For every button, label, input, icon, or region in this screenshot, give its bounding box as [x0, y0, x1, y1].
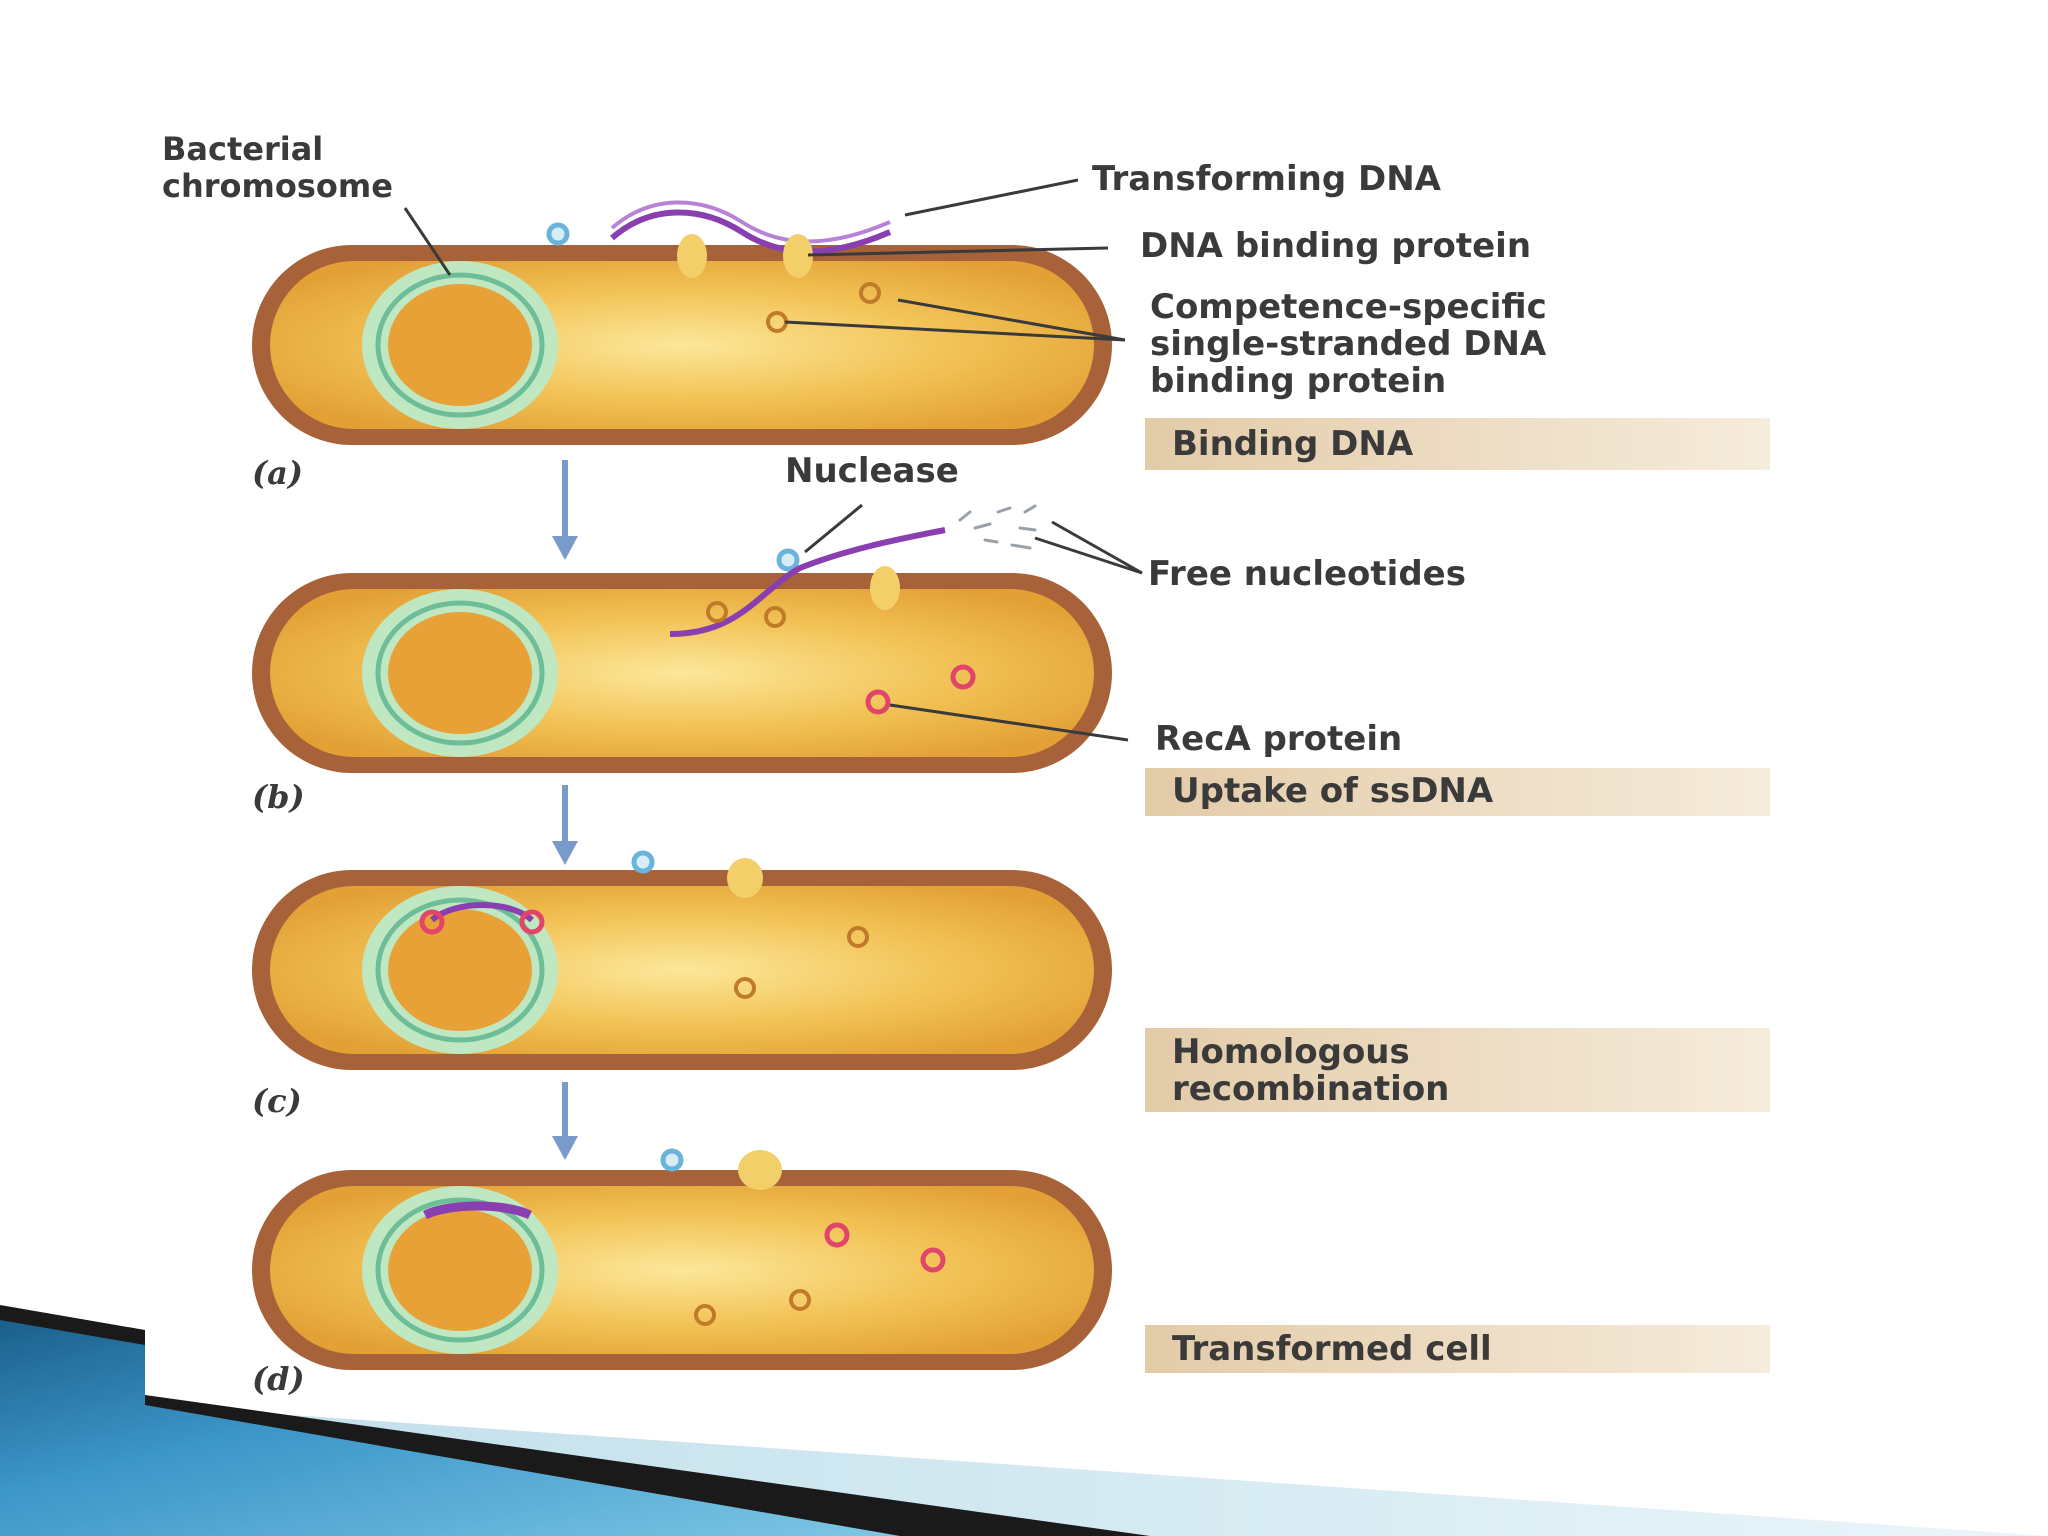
reca-protein-b2	[865, 689, 891, 715]
caption-a: Binding DNA	[1172, 424, 1414, 464]
nuclease-dot-c	[631, 850, 655, 874]
cell-c	[252, 870, 1112, 1070]
dna-binding-protein-a1	[677, 234, 707, 278]
competence-protein-d2	[694, 1304, 716, 1326]
cell-d	[252, 1170, 1112, 1370]
competence-protein-label: Competence-specific single-stranded DNA …	[1150, 287, 1559, 401]
caption-band-c	[1145, 1028, 1770, 1112]
panel-letter-d: (d)	[252, 1360, 305, 1398]
transforming-dna-strand-2	[610, 200, 891, 244]
competence-protein-c2	[734, 977, 756, 999]
reca-protein-c2	[519, 909, 545, 935]
reca-protein-b1	[950, 664, 976, 690]
dna-binding-protein-a2	[783, 234, 813, 278]
nuclease-dot-a	[546, 222, 570, 246]
panel-letter-c: (c)	[252, 1082, 302, 1120]
caption-band-a	[1145, 418, 1770, 470]
competence-protein-d1	[789, 1289, 811, 1311]
free-nucleotides-label: Free nucleotides	[1148, 554, 1466, 594]
panel-letter-a: (a)	[252, 454, 303, 492]
reca-protein-d1	[824, 1222, 850, 1248]
reca-protein-d2	[920, 1247, 946, 1273]
reca-protein-label: RecA protein	[1155, 719, 1402, 759]
step-arrows	[552, 460, 578, 1160]
caption-band-b	[1145, 768, 1770, 816]
competence-protein-b2	[764, 606, 786, 628]
caption-band-d	[1145, 1325, 1770, 1373]
competence-protein-a1	[859, 282, 881, 304]
slide-corner-decoration	[0, 1305, 2048, 1536]
reca-protein-c1	[419, 909, 445, 935]
cell-b	[252, 573, 1112, 773]
dna-binding-protein-b	[870, 566, 900, 610]
caption-b: Uptake of ssDNA	[1172, 771, 1494, 811]
caption-c: Homologous recombination	[1172, 1032, 1449, 1109]
dna-binding-protein-c	[727, 858, 763, 898]
leader-lines	[403, 178, 1143, 742]
bacterial-chromosome-label: Bacterial chromosome	[162, 130, 393, 205]
nuclease-dot-d	[660, 1148, 684, 1172]
panel-letter-b: (b)	[252, 778, 305, 816]
nuclease-label: Nuclease	[785, 451, 959, 491]
cell-a	[252, 245, 1112, 445]
transforming-dna-strand-1	[610, 209, 892, 255]
integrated-dna	[423, 1201, 532, 1220]
nuclease-dot-b	[776, 548, 800, 572]
competence-protein-b1	[706, 601, 728, 623]
competence-protein-c1	[847, 926, 869, 948]
free-nucleotides	[958, 504, 1037, 550]
ssdna-strand	[669, 527, 946, 637]
caption-d: Transformed cell	[1172, 1329, 1492, 1369]
dna-binding-protein-d	[738, 1150, 782, 1190]
transforming-dna-label: Transforming DNA	[1092, 159, 1442, 199]
dna-binding-protein-label: DNA binding protein	[1140, 226, 1531, 266]
